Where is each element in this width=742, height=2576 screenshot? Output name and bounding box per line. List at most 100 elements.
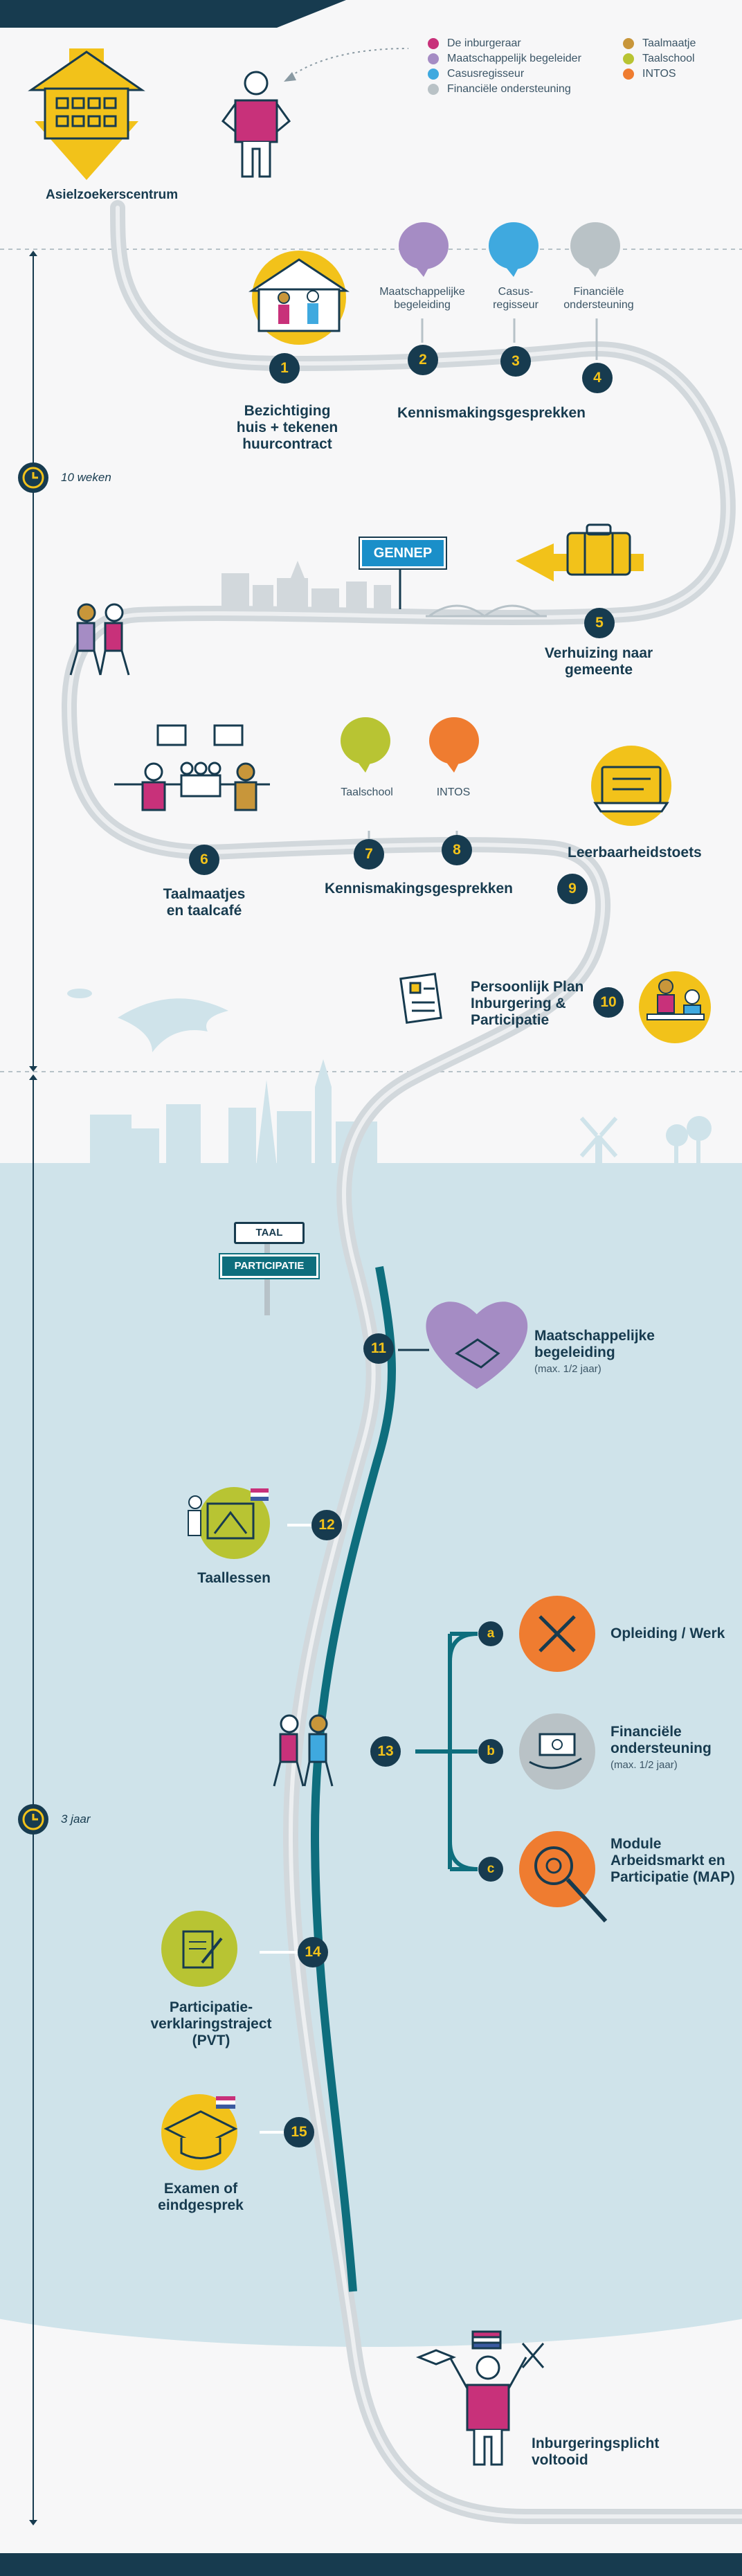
handshake-heart-icon — [426, 1301, 528, 1389]
clock-icon — [18, 462, 48, 493]
laptop-icon — [591, 746, 671, 826]
step-15-label: Examen of eindgesprek — [158, 2181, 244, 2213]
legend-dot — [428, 84, 439, 95]
step-13: 13 — [370, 1736, 401, 1767]
step-9: 9 — [557, 874, 588, 904]
option-b-title: Financiële ondersteuning — [610, 1724, 712, 1756]
option-b: b — [478, 1739, 503, 1764]
clock-icon — [18, 1804, 48, 1835]
legend-dot — [428, 38, 439, 49]
legend-label: Taalmaatje — [642, 37, 696, 49]
step-6-label: Taalmaatjes en taalcafé — [163, 886, 246, 919]
option-c-label: Module Arbeidsmarkt en Participatie (MAP… — [610, 1836, 735, 1886]
kennismaking-label-1: Kennismakingsgesprekken — [397, 405, 586, 421]
speech-bubble-intos — [429, 717, 479, 773]
option-c: c — [478, 1857, 503, 1882]
house-arrow-icon — [28, 48, 145, 180]
step-2-label: Maatschappelijke begeleiding — [379, 286, 465, 311]
bird-icon — [67, 989, 228, 1052]
suitcase-arrow-icon — [516, 523, 644, 582]
step-12-label: Taallessen — [197, 1570, 271, 1586]
step-11: 11 — [363, 1333, 394, 1364]
phase2-duration: 3 jaar — [61, 1812, 91, 1826]
options-branch — [415, 1632, 478, 1871]
inburgeraar-icon — [221, 71, 291, 178]
option-b-sub: (max. 1/2 jaar) — [610, 1759, 678, 1771]
step-11-label: Maatschappelijke begeleiding (max. 1/2 j… — [534, 1328, 673, 1378]
legend-label: Taalschool — [642, 53, 695, 64]
walking-people-icon — [273, 1714, 334, 1787]
teacher-icon — [188, 1487, 270, 1559]
top-banner-shape — [0, 0, 346, 28]
legend-dot — [428, 53, 439, 64]
step-1-label: Bezichtiging huis + tekenen huurcontract — [236, 403, 338, 452]
legend-label: De inburgeraar — [447, 37, 521, 49]
legend-dot — [428, 69, 439, 80]
legend-label: Financiële ondersteuning — [447, 83, 571, 95]
bottom-band — [0, 2553, 742, 2576]
legend-item: Casusregisseur — [428, 68, 524, 80]
end-label: Inburgeringsplicht voltooid — [532, 2435, 660, 2468]
legend-label: Maatschappelijk begeleider — [447, 53, 581, 64]
option-c-title: Module Arbeidsmarkt en Participatie (MAP… — [610, 1836, 735, 1885]
step-11-title: Maatschappelijke begeleiding — [534, 1328, 655, 1360]
option-a-label: Opleiding / Werk — [610, 1625, 735, 1642]
legend-item: Taalschool — [623, 53, 695, 65]
plan-document-icon — [399, 973, 442, 1024]
bridge-icon — [426, 604, 547, 618]
participation-zone-curve — [0, 2167, 742, 2347]
legend-item: INTOS — [623, 68, 676, 80]
speech-bubble-taalschool — [341, 717, 390, 773]
step-6: 6 — [189, 845, 219, 875]
gear-magnifier-icon — [519, 1831, 608, 1923]
speech-bubble-financieel — [570, 222, 620, 277]
step-11-sub: (max. 1/2 jaar) — [534, 1363, 601, 1375]
money-hand-icon — [519, 1713, 595, 1790]
graduation-cap-icon — [161, 2094, 238, 2170]
legend: De inburgeraar Maatschappelijk begeleide… — [428, 37, 732, 100]
step-15: 15 — [284, 2117, 314, 2147]
legend-label: Casusregisseur — [447, 68, 525, 80]
skyline-silhouette — [90, 1059, 712, 1167]
step-12: 12 — [311, 1510, 342, 1540]
start-label: Asielzoekerscentrum — [46, 188, 179, 202]
step-8: 8 — [442, 835, 472, 865]
walking-people-icon — [69, 603, 130, 676]
legend-dot — [623, 53, 634, 64]
legend-item: Financiële ondersteuning — [428, 83, 571, 96]
step-8-label: INTOS — [436, 786, 471, 798]
legend-item: Maatschappelijk begeleider — [428, 53, 581, 65]
speech-bubble-casusregisseur — [489, 222, 539, 277]
step-9-label: Leerbaarheidstoets — [568, 845, 702, 861]
legend-label: INTOS — [642, 68, 676, 80]
kennismaking-label-2: Kennismakingsgesprekken — [325, 881, 513, 897]
step-7-label: Taalschool — [341, 786, 393, 798]
step-10: 10 — [593, 987, 624, 1018]
option-b-label: Financiële ondersteuning (max. 1/2 jaar) — [610, 1724, 735, 1774]
legend-item: De inburgeraar — [428, 37, 521, 50]
tools-icon — [519, 1596, 595, 1672]
house-visit-icon — [248, 251, 350, 345]
step-4-label: Financiële ondersteuning — [563, 286, 634, 311]
step-3-label: Casus-regisseur — [493, 286, 539, 311]
step-14: 14 — [298, 1937, 328, 1967]
pen-document-icon — [161, 1911, 237, 1987]
taalcafe-icon — [114, 724, 270, 811]
legend-dot — [623, 69, 634, 80]
taal-sign: TAAL — [234, 1222, 305, 1244]
step-7: 7 — [354, 839, 384, 870]
step-10-label: Persoonlijk Plan Inburgering & Participa… — [471, 979, 584, 1028]
participatie-sign: PARTICIPATIE — [219, 1253, 320, 1279]
step-5: 5 — [584, 608, 615, 638]
step-14-label: Participatie-verklaringstraject (PVT) — [150, 1999, 272, 2048]
legend-dot — [623, 38, 634, 49]
speech-bubble-maatschappelijk — [399, 222, 449, 277]
step-1: 1 — [269, 353, 300, 384]
step-4: 4 — [582, 363, 613, 393]
cheering-person-icon — [415, 2330, 545, 2466]
participation-track — [310, 1266, 396, 2292]
option-a-title: Opleiding / Werk — [610, 1625, 725, 1641]
step-3: 3 — [500, 346, 531, 377]
gennep-sign: GENNEP — [359, 537, 447, 570]
